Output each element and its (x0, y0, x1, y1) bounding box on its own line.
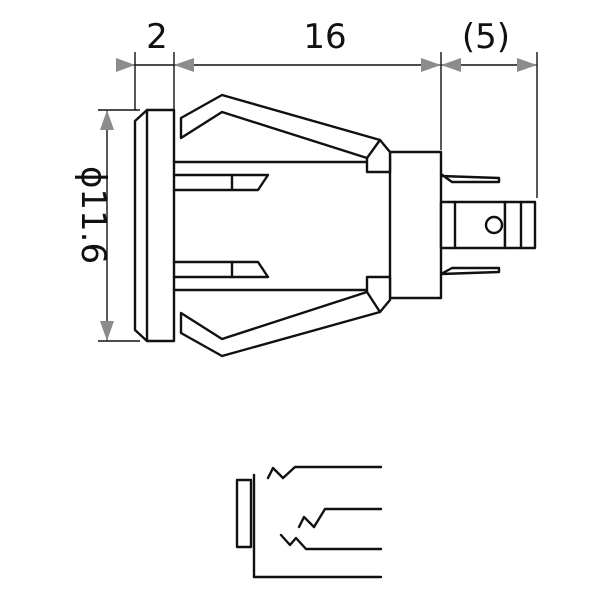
contact-top-line (281, 465, 383, 480)
contact-middle-terminal (297, 515, 316, 529)
switch-flange (133, 108, 176, 343)
switch-body-rear (388, 150, 443, 300)
arrowhead (441, 58, 461, 72)
arrowhead (100, 110, 114, 130)
snap-clip-upper-edge (365, 138, 382, 160)
arrowhead (174, 58, 194, 72)
terminal-upper (439, 172, 501, 184)
internal-slot-lower (172, 260, 270, 279)
contact-top-terminal (266, 466, 285, 480)
internal-slot-upper (172, 173, 270, 192)
actuator-symbol (235, 478, 253, 549)
switch-side-view (133, 93, 537, 358)
dim-terminal-length-label: (5) (462, 17, 510, 57)
contact-middle-line (312, 507, 383, 529)
arrowhead (116, 58, 135, 72)
snap-clip-upper (179, 93, 392, 174)
contact-bottom-line (279, 533, 383, 551)
snap-clip-lower-edge (365, 290, 382, 314)
arrowhead (421, 58, 441, 72)
arrowhead (517, 58, 537, 72)
snap-clip-lower (179, 275, 392, 358)
terminal-lower (439, 266, 501, 276)
dim-flange-thickness-label: 2 (146, 17, 168, 57)
terminal-hole (484, 215, 504, 235)
arrowhead (100, 321, 114, 341)
dimension-lines (98, 52, 538, 342)
switch-circuit-symbol (235, 465, 383, 579)
dim-body-length-label: 16 (303, 17, 346, 57)
